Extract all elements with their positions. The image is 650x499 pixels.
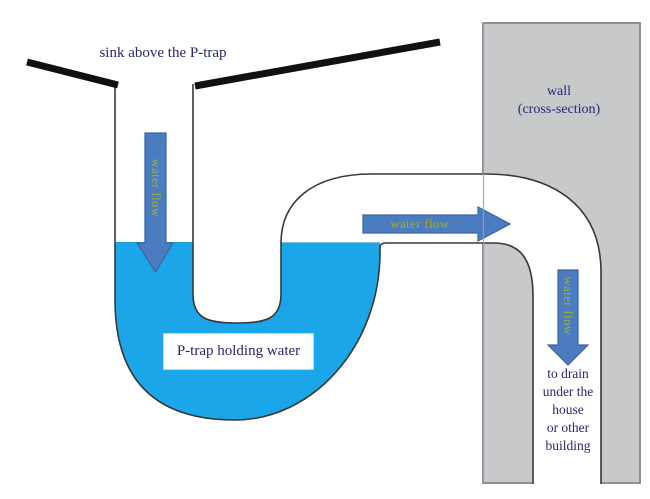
sink-basin-line-right: [194, 38, 441, 90]
pipe-outline-inner: [192, 84, 602, 484]
water-flow-label-descent: water flow: [561, 276, 575, 336]
ptrap-label-text: P-trap holding water: [176, 343, 301, 359]
trap-water: [115, 242, 380, 420]
water-flow-label-inlet: water flow: [149, 158, 163, 218]
sink-basin-line-left: [26, 58, 119, 89]
wall-label: wall (cross-section): [483, 83, 635, 119]
water-flow-arrow-inlet-down: [135, 132, 175, 274]
wall-label-line1: wall: [546, 84, 572, 99]
water-flow-arrow-right: [362, 206, 512, 242]
pipe-outline-outer: [114, 82, 534, 484]
drain-destination-label: to drain under the house or other buildi…: [542, 366, 594, 453]
ptrap-holding-water-label: P-trap holding water: [163, 333, 314, 370]
sink-label: sink above the P-trap: [99, 45, 227, 61]
water-flow-label-horizontal: water flow: [390, 217, 450, 231]
water-flow-arrow-descent-down: [546, 269, 590, 366]
wall-label-line2: (cross-section): [517, 102, 601, 117]
